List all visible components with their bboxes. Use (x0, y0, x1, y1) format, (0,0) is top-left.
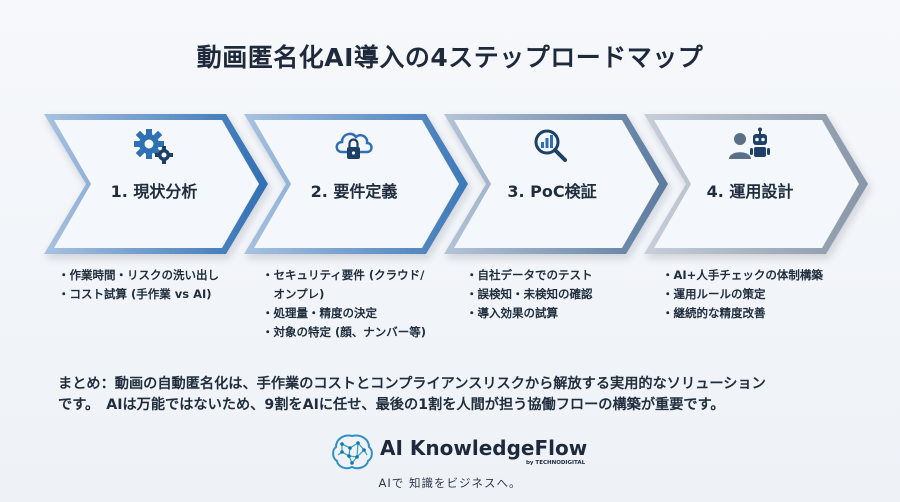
step-3-label: 3. PoC検証 (507, 182, 597, 201)
list-item: ・処理量・精度の決定 (262, 306, 377, 320)
step-1-label: 1. 現状分析 (110, 182, 198, 201)
brand-logo: AI KnowledgeFlow by TECHNODIGITAL (330, 432, 587, 472)
brain-network-icon (332, 434, 373, 470)
list-item: ・継続的な精度改善 (662, 306, 766, 320)
summary-text: まとめ：動画の自動匿名化は、手作業のコストとコンプライアンスリスクから解放する実… (58, 374, 858, 416)
list-item: ・誤検知・未検知の確認 (466, 287, 593, 301)
gear-icon (132, 126, 176, 166)
step-4-bullets: ・AI+人手チェックの体制構築 ・運用ルールの策定 ・継続的な精度改善 (662, 266, 823, 323)
list-item: ・導入効果の試算 (466, 306, 558, 320)
magnifier-chart-icon (530, 126, 574, 166)
step-4-label: 4. 運用設計 (706, 182, 794, 201)
list-item: ・自社データでのテスト (466, 268, 593, 282)
chevron-step-3 (444, 114, 668, 254)
tagline: AIで 知識をビジネスへ。 (378, 476, 522, 490)
step-2-bullets: ・セキュリティ要件 (クラウド/ オンプレ) ・処理量・精度の決定 ・対象の特定… (262, 266, 426, 342)
list-item: ・対象の特定 (顔、ナンバー等) (262, 325, 427, 339)
cloud-lock-icon (332, 126, 376, 166)
person-robot-icon (728, 126, 772, 166)
chevron-step-1 (44, 114, 268, 254)
logo-byline: by TECHNODIGITAL (526, 460, 586, 466)
step-3-bullets: ・自社データでのテスト ・誤検知・未検知の確認 ・導入効果の試算 (466, 266, 593, 323)
step-2-label: 2. 要件定義 (310, 182, 398, 201)
list-item: ・セキュリティ要件 (クラウド/ (262, 268, 425, 282)
list-item: オンプレ) (262, 287, 325, 301)
page-title: 動画匿名化AI導入の4ステップロードマップ (196, 43, 704, 72)
summary-line-1: まとめ：動画の自動匿名化は、手作業のコストとコンプライアンスリスクから解放する実… (58, 376, 766, 392)
summary-line-2: です。 AIは万能ではないため、9割をAIに任せ、最後の1割を人間が担う協働フロ… (58, 397, 725, 413)
list-item: ・コスト試算 (手作業 vs AI) (58, 287, 212, 301)
step-1-bullets: ・作業時間・リスクの洗い出し ・コスト試算 (手作業 vs AI) (58, 266, 219, 304)
chevron-step-4 (644, 114, 868, 254)
chevron-step-2 (244, 114, 468, 254)
list-item: ・作業時間・リスクの洗い出し (58, 268, 219, 282)
logo-name: AI KnowledgeFlow (380, 436, 588, 460)
list-item: ・AI+人手チェックの体制構築 (662, 268, 823, 282)
list-item: ・運用ルールの策定 (662, 287, 766, 301)
